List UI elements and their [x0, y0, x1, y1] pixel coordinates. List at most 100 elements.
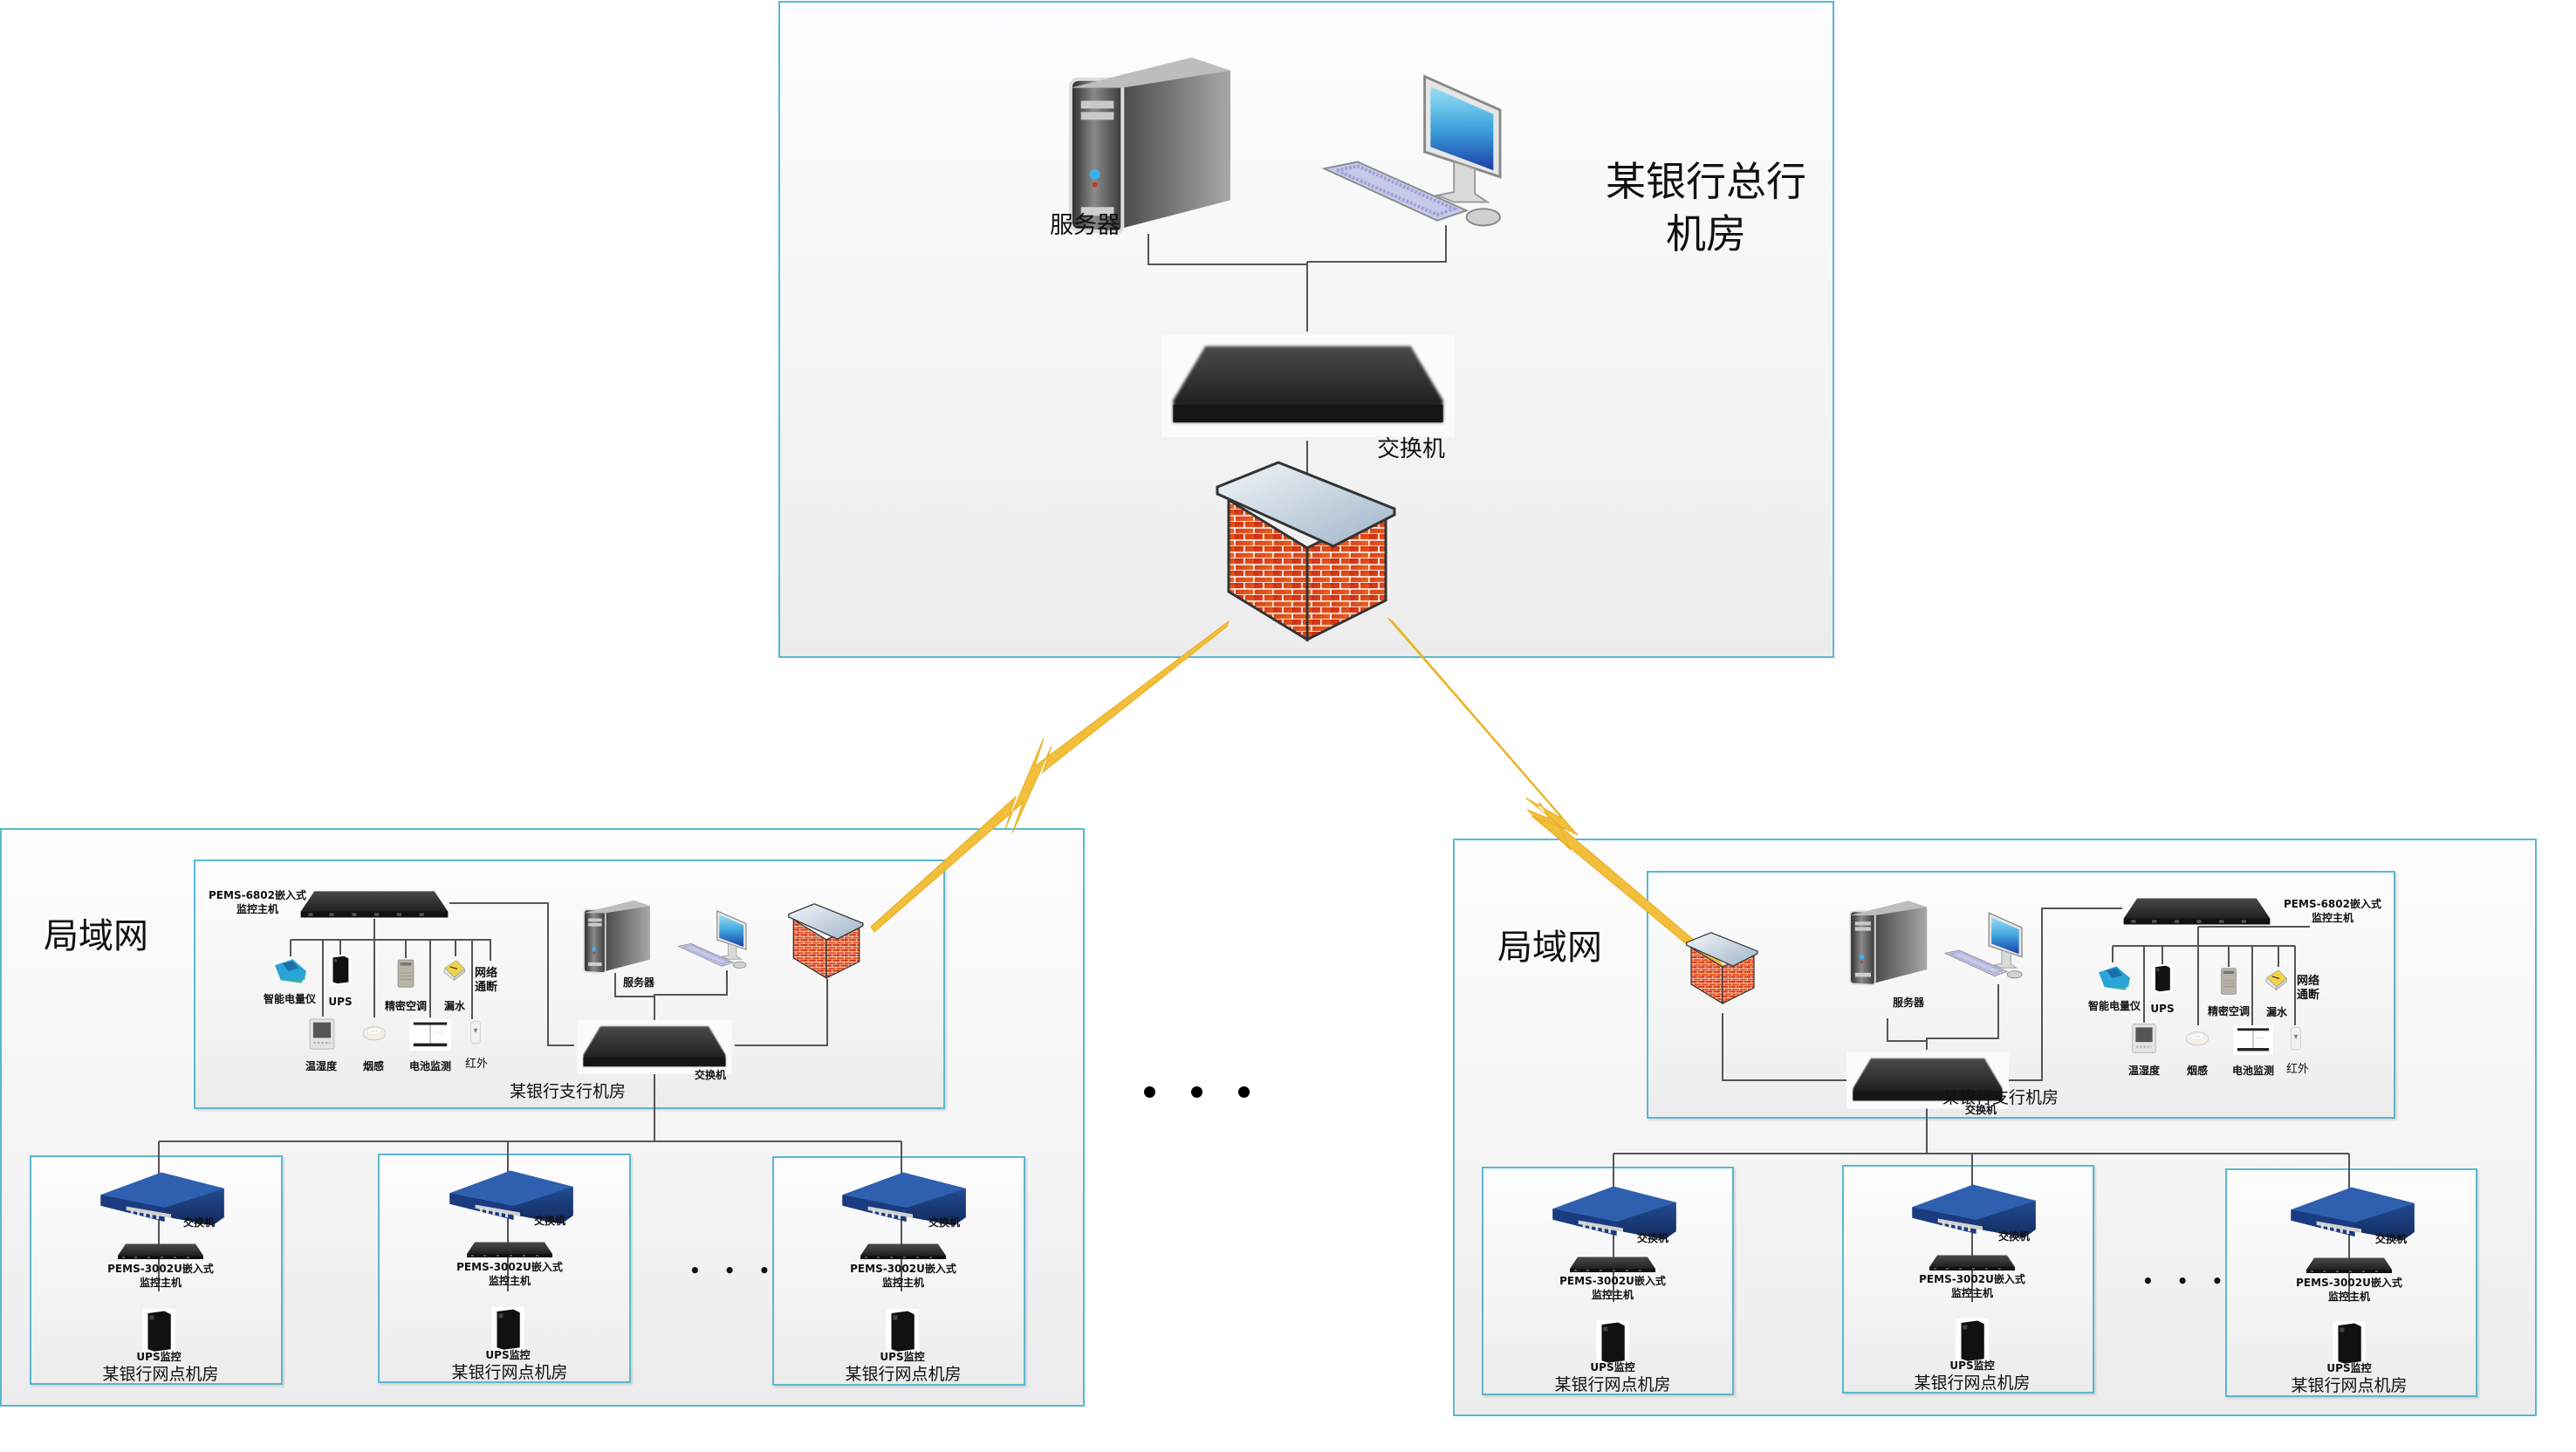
- lan-label-right: 局域网: [1497, 928, 1602, 968]
- left-infrared-icon: [469, 1019, 482, 1045]
- hq-server-label: 服务器: [1050, 212, 1120, 239]
- left-outlet-2-title: 某银行网点机房: [451, 1363, 568, 1382]
- right-outlet-3-ups-label: UPS监控: [2326, 1362, 2372, 1374]
- left-ups-icon: [329, 955, 352, 984]
- right-outlet-3-host-label-line1: PEMS-3002U嵌入式: [2296, 1277, 2402, 1289]
- right-pems6802-icon: [2122, 894, 2271, 928]
- right-ups-icon: [2151, 964, 2174, 992]
- left-water-leak-icon: [441, 956, 467, 983]
- left-outlet-1-ups-icon: [140, 1309, 178, 1353]
- left-pems6802-icon: [299, 888, 449, 920]
- left-outlet-2-host-label: PEMS-3002U嵌入式 监控主机: [440, 1260, 579, 1288]
- right-outlet-3-host-label-line2: 监控主机: [2327, 1291, 2370, 1303]
- left-outlet-3-host-icon: [860, 1241, 947, 1262]
- left-outlet-1-switch-label: 交换机: [183, 1216, 216, 1229]
- left-outlet-1-title: 某银行网点机房: [102, 1365, 219, 1384]
- left-temp-humidity-icon: [307, 1017, 337, 1051]
- right-outlet-1-host-label-line2: 监控主机: [1591, 1289, 1634, 1301]
- right-infrared-icon: [2290, 1025, 2302, 1051]
- hq-switch-label: 交换机: [1377, 436, 1446, 462]
- right-outlet-3-switch-label: 交换机: [2375, 1233, 2408, 1245]
- right-pems6802-label-line2: 监控主机: [2311, 912, 2353, 924]
- left-sensor-label-battery: 电池监测: [408, 1060, 451, 1072]
- left-outlet-1-ups-label: UPS监控: [136, 1351, 182, 1363]
- right-outlet-1-ups-label: UPS监控: [1590, 1361, 1635, 1373]
- hq-workstation-icon: [1316, 68, 1517, 236]
- left-outlet-3-switch-label: 交换机: [928, 1216, 961, 1229]
- left-sensor-label-temp: 温湿度: [305, 1060, 337, 1072]
- right-sub-branch-title: 某银行支行机房: [1942, 1088, 2059, 1107]
- left-sub-branch-title: 某银行支行机房: [510, 1082, 627, 1101]
- left-network-label: 网络 通断: [475, 967, 497, 995]
- left-pems6802-label-line1: PEMS-6802嵌入式: [209, 889, 306, 901]
- ellipsis-dot-2: [1191, 1086, 1202, 1098]
- left-sensor-label-smoke: 烟感: [362, 1060, 384, 1072]
- hq-title: 某银行总行 机房: [1601, 155, 1811, 260]
- right-outlet-3-host-icon: [2305, 1255, 2393, 1276]
- right-sensor-label-battery: 电池监测: [2231, 1065, 2274, 1077]
- left-switch-icon: [574, 1020, 735, 1074]
- left-outlet-3-ups-icon: [883, 1309, 921, 1353]
- left-outlet-3-host-label-line1: PEMS-3002U嵌入式: [850, 1263, 956, 1275]
- hq-title-line1: 某银行总行: [1606, 158, 1806, 205]
- ellipsis-dot-3: [1238, 1086, 1250, 1098]
- right-outlet-2-title: 某银行网点机房: [1914, 1373, 2031, 1393]
- left-outlet-2-ups-icon: [489, 1307, 527, 1351]
- right-temp-humidity-icon: [2128, 1023, 2160, 1054]
- left-network-label-line1: 网络: [475, 967, 498, 980]
- left-sensor-label-ups: UPS: [328, 996, 353, 1008]
- left-switch-label: 交换机: [695, 1069, 727, 1081]
- left-server-icon: [574, 899, 658, 974]
- right-sensor-label-ups: UPS: [2150, 1003, 2175, 1015]
- right-sensor-label-leak: 漏水: [2265, 1006, 2287, 1018]
- left-sensor-label-leak: 漏水: [443, 1000, 465, 1012]
- right-outlet-3-host-label: PEMS-3002U嵌入式 监控主机: [2279, 1276, 2419, 1304]
- left-smoke-icon: [360, 1021, 388, 1044]
- hq-title-line2: 机房: [1666, 210, 1746, 257]
- left-precision-ac-icon: [394, 957, 418, 989]
- left-pems6802-label: PEMS-6802嵌入式 监控主机: [201, 888, 314, 916]
- right-sensor-label-ac: 精密空调: [2207, 1005, 2250, 1017]
- right-power-meter-icon: [2093, 963, 2134, 993]
- right-sensor-label-infrared: 红外: [2285, 1063, 2309, 1076]
- right-network-label-line1: 网络: [2297, 975, 2320, 988]
- right-outlets-ellipsis: • • •: [2142, 1270, 2232, 1291]
- left-outlet-2-host-icon: [466, 1239, 553, 1260]
- right-outlet-1-host-label-line1: PEMS-3002U嵌入式: [1559, 1275, 1666, 1287]
- left-firewall-icon: [788, 903, 865, 980]
- left-network-label-line2: 通断: [475, 981, 498, 994]
- right-smoke-icon: [2183, 1026, 2211, 1049]
- right-battery-monitor-icon: [2228, 1025, 2278, 1055]
- right-outlet-3-ups-icon: [2330, 1321, 2368, 1365]
- right-outlet-2-host-icon: [1929, 1252, 2016, 1273]
- left-outlet-3-host-label-line2: 监控主机: [881, 1277, 924, 1289]
- left-outlet-1-host-icon: [117, 1241, 204, 1262]
- right-outlet-1-switch-label: 交换机: [1637, 1232, 1669, 1244]
- right-network-label: 网络 通断: [2297, 975, 2319, 1003]
- left-sensor-label-infrared: 红外: [464, 1058, 488, 1071]
- left-workstation-icon: [670, 908, 757, 972]
- left-sensor-label-ac: 精密空调: [384, 1000, 427, 1012]
- left-outlet-2-host-label-line1: PEMS-3002U嵌入式: [456, 1261, 563, 1273]
- right-pems6802-label-line1: PEMS-6802嵌入式: [2284, 898, 2381, 910]
- right-outlet-2-ups-label: UPS监控: [1949, 1360, 1995, 1372]
- right-outlet-2-ups-icon: [1953, 1318, 1991, 1362]
- right-sensor-label-temp: 温湿度: [2127, 1065, 2160, 1077]
- right-outlet-1-host-label: PEMS-3002U嵌入式 监控主机: [1543, 1274, 1682, 1302]
- left-outlet-1-host-label-line2: 监控主机: [139, 1277, 182, 1289]
- right-outlet-3-title: 某银行网点机房: [2291, 1376, 2408, 1395]
- left-outlet-2-host-label-line2: 监控主机: [488, 1275, 531, 1287]
- left-outlet-3-ups-label: UPS监控: [880, 1351, 925, 1363]
- right-server-label: 服务器: [1893, 997, 1925, 1009]
- right-outlet-1-ups-icon: [1593, 1320, 1632, 1364]
- left-outlets-ellipsis: • • •: [689, 1260, 779, 1281]
- left-power-meter-icon: [268, 956, 312, 986]
- right-server-icon: [1846, 899, 1929, 986]
- left-battery-monitor-icon: [405, 1019, 456, 1051]
- right-pems6802-label: PEMS-6802嵌入式 监控主机: [2276, 897, 2389, 925]
- right-sensor-label-meter: 智能电量仪: [2087, 1000, 2141, 1012]
- hq-firewall-icon: [1216, 461, 1399, 644]
- hq-switch-icon: [1161, 330, 1455, 442]
- left-outlet-2-switch-label: 交换机: [534, 1215, 566, 1227]
- right-firewall-icon: [1686, 923, 1759, 1014]
